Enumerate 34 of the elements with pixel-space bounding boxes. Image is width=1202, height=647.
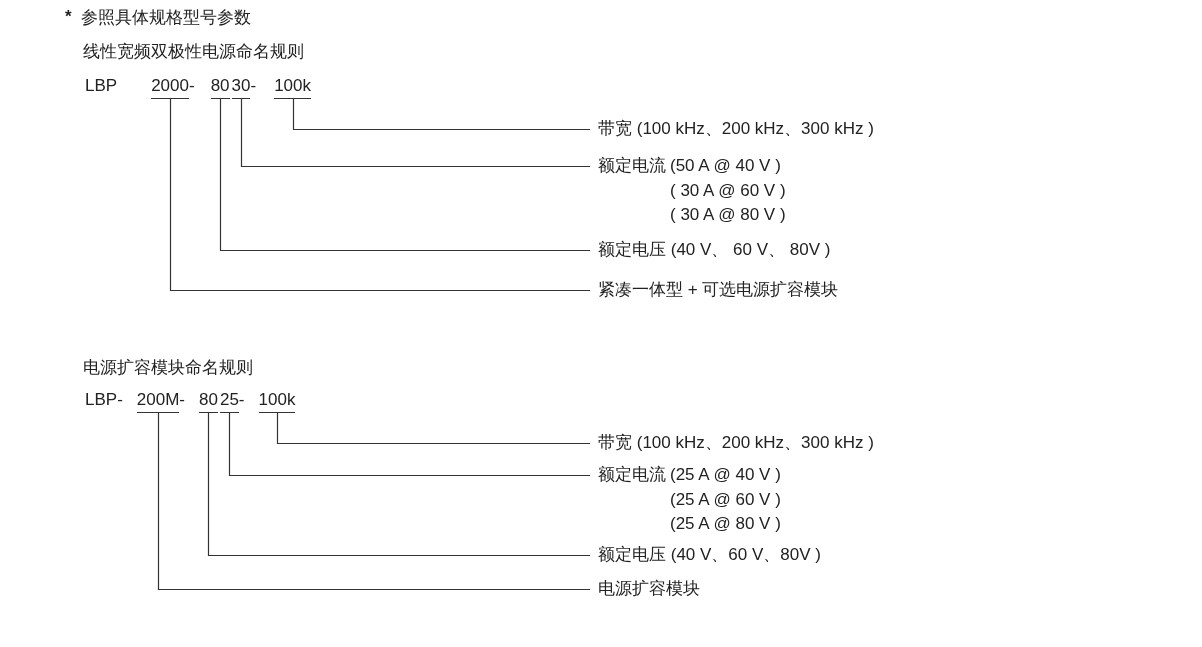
description-text: 带宽 (100 kHz、200 kHz、300 kHz ) [590,431,874,456]
leader-line [169,98,591,292]
model-code-text: - [188,75,195,97]
code-segment: 30 [231,75,251,99]
leader-line [219,98,591,252]
description-text: 额定电流 (50 A @ 40 V ) ( 30 A @ 60 V ) ( 30 A @ 80 V ) [590,154,786,228]
description-text: 额定电压 (40 V、60 V、80V ) [590,543,821,568]
note-text: 参照具体规格型号参数 [81,7,251,29]
model-code-text: - [179,389,185,411]
model-code-text: LBP [85,75,118,97]
leader-line [228,412,591,477]
asterisk-mark: * [65,6,72,28]
leader-line [240,98,591,168]
description-text: 电源扩容模块 [590,577,700,602]
rule-title: 电源扩容模块命名规则 [83,357,253,379]
model-code-text: - [238,389,245,411]
code-segment: 100k [274,75,312,99]
code-segment: 2000 [151,75,189,99]
leader-line [207,412,591,557]
description-text: 紧凑一体型 + 可选电源扩容模块 [590,278,839,303]
code-segment: 25 [219,389,239,413]
code-segment: 200M [136,389,180,413]
leader-line [292,98,591,131]
leader-line [157,412,591,591]
code-segment: 80 [210,75,230,99]
description-text: 额定电压 (40 V、 60 V、 80V ) [590,238,831,263]
code-segment: 80 [199,389,218,413]
rule-title: 线性宽频双极性电源命名规则 [83,41,304,63]
model-code-text: - [250,75,257,97]
description-text: 带宽 (100 kHz、200 kHz、300 kHz ) [590,117,874,142]
description-text: 额定电流 (25 A @ 40 V ) (25 A @ 60 V ) (25 A @ 80 V ) [590,463,781,537]
leader-line [276,412,591,445]
code-segment: 100k [258,389,296,413]
model-code-text: LBP- [85,389,123,411]
